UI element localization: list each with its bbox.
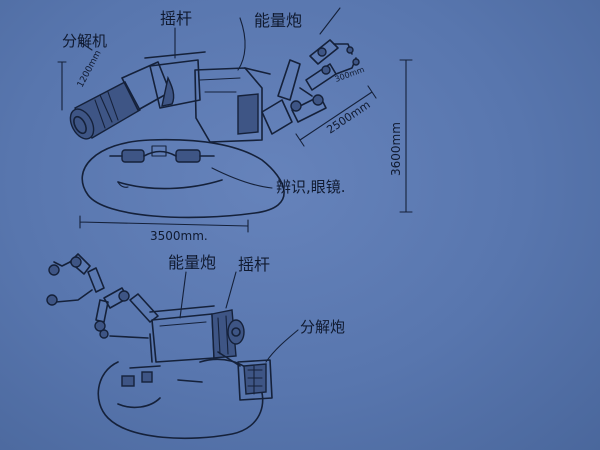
bottom-robot-arm	[46, 253, 159, 339]
top-dim-small-line	[57, 61, 67, 111]
top-energy-cannon	[194, 67, 271, 143]
top-robot-arm	[261, 39, 360, 135]
label-bottom-lever: 摇杆	[238, 255, 270, 274]
top-robot	[57, 7, 413, 233]
label-top-dim-small: 1200mm	[76, 49, 104, 89]
bottom-separator-cannon	[217, 351, 273, 401]
top-dim-arm-line	[295, 85, 377, 147]
bottom-robot-mouth	[117, 397, 161, 409]
top-robot-body	[81, 138, 285, 219]
label-top-separator: 分解机	[62, 32, 107, 50]
top-robot-goggles	[109, 145, 215, 163]
label-top-eyes: 辨识,眼镜.	[276, 178, 346, 196]
bottom-robot	[46, 253, 299, 440]
bottom-lever-cylinder	[211, 309, 245, 359]
top-dim-width-line	[79, 215, 249, 233]
label-top-energy: 能量炮	[254, 11, 302, 30]
label-top-dim-width: 3500mm.	[150, 229, 208, 243]
bottom-energy-cannon	[149, 305, 215, 363]
label-top-dim-height: 3600mm	[389, 122, 403, 176]
label-top-dim-arm: 2500mm	[324, 98, 372, 136]
top-separator-cannon	[69, 61, 171, 140]
top-robot-mouth	[117, 179, 223, 190]
label-bottom-energy: 能量炮	[168, 253, 216, 272]
label-top-lever: 摇杆	[160, 9, 192, 28]
top-dim-height-line	[399, 59, 413, 213]
label-bottom-separator: 分解炮	[300, 318, 345, 336]
label-top-dim-arm-small: 300mm	[334, 65, 366, 84]
